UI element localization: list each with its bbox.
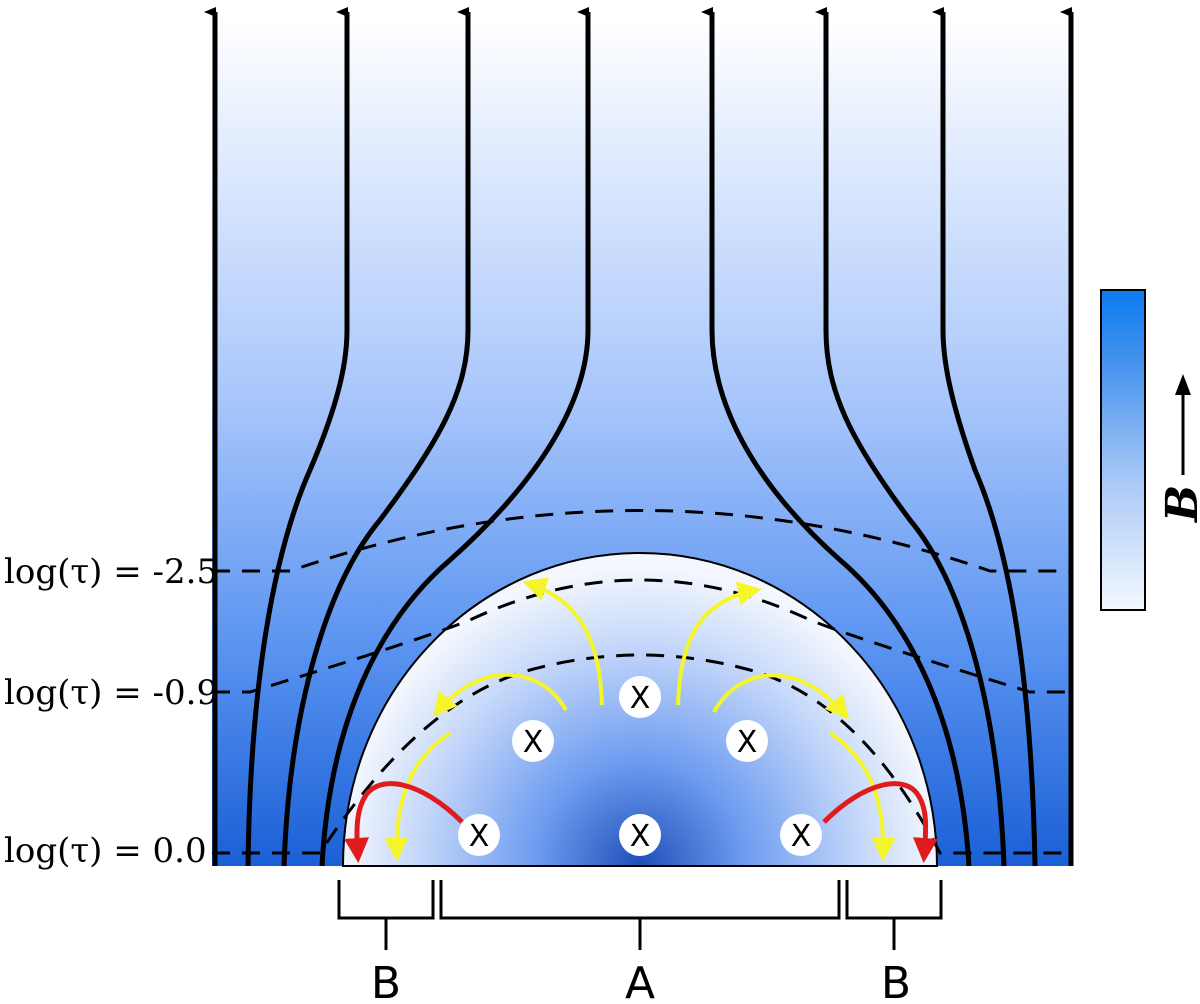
yellow-arrow bbox=[828, 731, 896, 862]
tau-line-neg2-5 bbox=[212, 509, 1072, 573]
field-line bbox=[932, 7, 1038, 867]
field-line bbox=[281, 7, 471, 867]
red-arrow bbox=[822, 781, 938, 863]
x-marker: X bbox=[726, 720, 768, 762]
field-line bbox=[701, 7, 972, 867]
x-marker: X bbox=[458, 814, 500, 856]
field-lines bbox=[204, 7, 1074, 867]
bracket-right-b bbox=[845, 880, 943, 950]
yellow-arrow bbox=[712, 673, 850, 720]
colorbar-gradient bbox=[1100, 289, 1146, 611]
region-label-a: A bbox=[625, 958, 655, 1004]
svg-text:X: X bbox=[791, 819, 812, 854]
svg-text:X: X bbox=[523, 725, 544, 760]
bracket-center-a bbox=[439, 880, 841, 950]
region-label-right-b: B bbox=[881, 958, 911, 1004]
tau-line-0-0 bbox=[212, 653, 1072, 855]
x-marker: X bbox=[780, 814, 822, 856]
yellow-arrow bbox=[522, 577, 604, 706]
colorbar: B bbox=[1100, 289, 1200, 611]
tau-label-0-0: log(τ) = 0.0 bbox=[4, 831, 207, 871]
x-markers: X X X X X X bbox=[458, 676, 822, 856]
red-arrow bbox=[344, 781, 464, 863]
svg-text:X: X bbox=[630, 681, 651, 716]
svg-text:X: X bbox=[630, 819, 651, 854]
optical-depth-lines bbox=[212, 509, 1072, 855]
tau-line-neg0-9 bbox=[212, 578, 1072, 694]
field-line bbox=[319, 7, 591, 867]
region-brackets bbox=[337, 880, 943, 950]
svg-text:X: X bbox=[737, 725, 758, 760]
yellow-arrow bbox=[676, 581, 762, 706]
yellow-arrow bbox=[432, 672, 568, 717]
colorbar-label: B bbox=[1157, 485, 1200, 524]
colorbar-arrowhead-icon bbox=[1175, 374, 1191, 395]
field-line bbox=[245, 7, 350, 867]
field-line bbox=[815, 7, 1007, 867]
region-label-left-b: B bbox=[371, 958, 401, 1004]
red-flow-arrows bbox=[344, 781, 938, 863]
tau-label-neg2-5: log(τ) = -2.5 bbox=[4, 552, 218, 592]
x-marker: X bbox=[619, 676, 661, 718]
bracket-left-b bbox=[337, 880, 435, 950]
svg-text:X: X bbox=[469, 819, 490, 854]
tau-label-neg0-9: log(τ) = -0.9 bbox=[4, 673, 218, 713]
x-marker: X bbox=[619, 814, 661, 856]
x-marker: X bbox=[512, 720, 554, 762]
